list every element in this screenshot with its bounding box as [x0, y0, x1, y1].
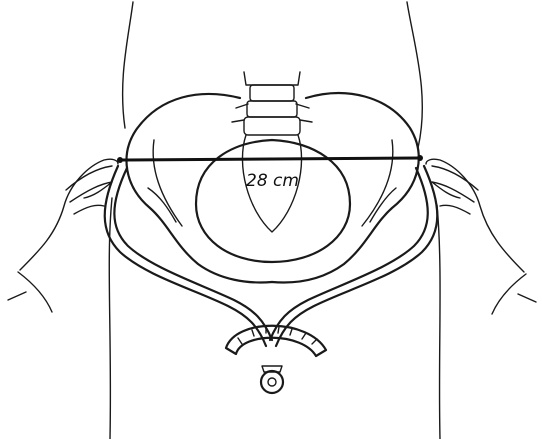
- measurement-label: 28 cm: [246, 171, 299, 191]
- lumbar-vertebrae: [232, 72, 312, 135]
- right-hand: [426, 159, 536, 314]
- measurement-right-tip: [417, 155, 423, 161]
- measurement-line: [120, 158, 420, 160]
- pelvimeter: [105, 166, 438, 393]
- left-hand: [8, 159, 118, 312]
- pelvimeter-scale: [226, 326, 326, 356]
- pelvimeter-pivot: [261, 371, 283, 393]
- torso-outline: [109, 2, 440, 439]
